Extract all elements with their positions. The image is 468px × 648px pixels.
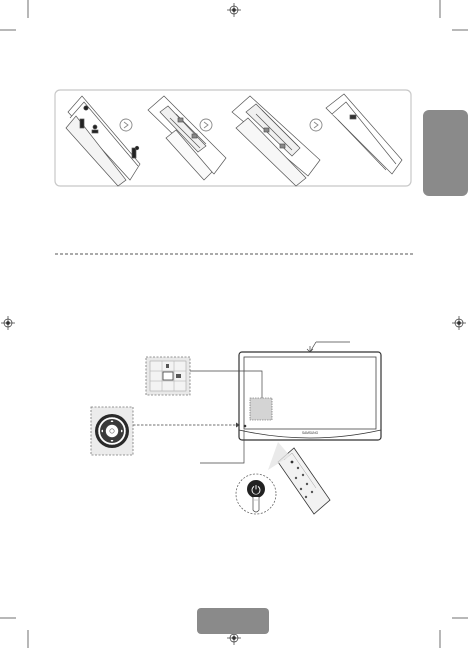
power-button (247, 480, 265, 498)
remote-control (277, 447, 331, 515)
page-number-tab (197, 608, 269, 634)
battery-step-4-illustration (325, 93, 403, 175)
next-step-arrow-icon (119, 118, 133, 132)
registration-mark-left (1, 316, 15, 330)
tv-remote-sensor (243, 424, 247, 428)
registration-mark-right (452, 316, 466, 330)
control-panel-leader-line (190, 370, 263, 398)
top-button-callout (306, 341, 350, 353)
power-icon: ⏻ (251, 483, 261, 497)
control-panel-zoom (145, 356, 191, 396)
language-tab (423, 110, 468, 196)
remote-keypad-zoom (90, 406, 134, 456)
ir-signal-beam (268, 442, 290, 470)
battery-step-2-illustration (147, 95, 227, 181)
registration-mark-top (227, 3, 241, 17)
battery-step-3-illustration (231, 95, 321, 187)
pressing-finger-icon (252, 497, 260, 513)
battery-steps-panel (54, 89, 412, 187)
source-key-icon (166, 364, 169, 368)
power-key-zoom: ⏻ (235, 473, 277, 515)
next-step-arrow-icon (199, 118, 213, 132)
enter-key (105, 424, 119, 438)
tv-control-panel-area (249, 397, 273, 421)
tv-monitor: SAMSUNG (238, 351, 382, 441)
center-select-key (162, 371, 174, 381)
battery-step-1-illustration (65, 95, 141, 187)
tv-bottom-bezel-curve (238, 429, 382, 439)
power-key-leader-line (200, 430, 245, 464)
next-step-arrow-icon (309, 118, 323, 132)
leader-arrowhead (236, 422, 240, 428)
input-key-icon (176, 374, 181, 378)
tv-brand-logo: SAMSUNG (302, 431, 319, 435)
